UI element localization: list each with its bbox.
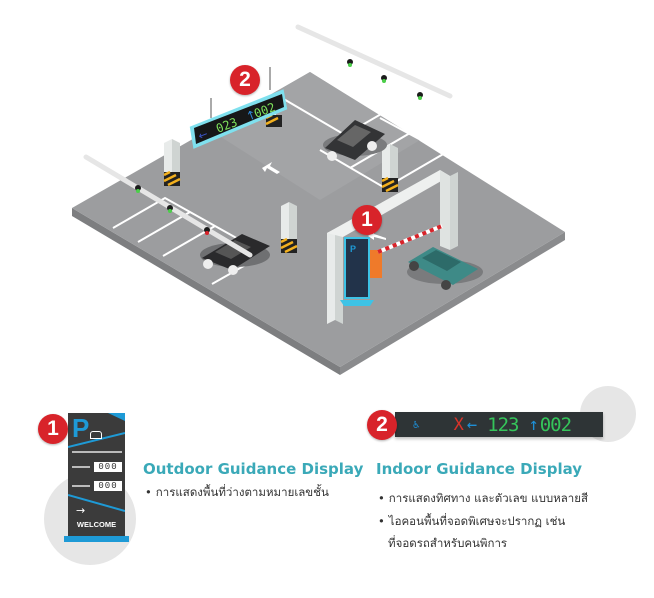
sign-arrow-icon: → [76,504,86,517]
car-black-left [200,234,270,275]
led-count-b: 002 [539,413,572,436]
car-teal [407,247,483,290]
scene-badge-overhead: 2 [230,65,260,95]
sign-welcome-text: WELCOME [76,520,117,529]
led-up-arrow: ↑ [528,414,539,435]
parking-logo: P [72,413,90,443]
led-count-a: 123 [487,413,519,436]
floor-slab-side [72,208,340,375]
indoor-badge: 2 [367,410,397,440]
indoor-title: Indoor Guidance Display [376,460,583,478]
overhead-left-arrow: ← [196,127,209,142]
sign-row-count: 000 [94,462,122,472]
barrier-arm [370,224,443,278]
bullet-text: ไอคอนพื้นที่จอดพิเศษจะปรากฏ เช่น [388,514,566,528]
sign-stand [64,536,129,542]
overhead-led-display: ← 023 ↑ 002 [189,67,288,149]
led-blocked-x: X [453,414,464,435]
car-black-back [323,120,387,161]
sign-row-label [72,466,90,468]
car-icon [90,431,102,439]
outdoor-bullet: •การแสดงพื้นที่ว่างตามหมายเลขชั้น [145,481,329,503]
outdoor-badge: 1 [38,414,68,444]
sign-header-text [72,451,122,453]
sign-row-label [72,485,90,487]
indoor-led-display: ♿ X ← 123 ↑ 002 [395,412,603,437]
outdoor-sign: P 000 000 → WELCOME [68,413,125,539]
pillar [280,202,298,254]
indoor-bullet-continuation: ที่จอดรถสำหรับคนพิการ [388,532,507,554]
sensor-bar-back [295,24,453,100]
led-left-arrow: ← [466,414,478,435]
bullet-dot: • [378,514,385,528]
floor-slab-front [340,232,565,375]
parking-lot-illustration: P ← 023 ↑ 002 [72,24,565,375]
svg-text:P: P [350,244,356,254]
indoor-bullet: •การแสดงทิศทาง และตัวเลข แบบหลายสี [378,487,588,509]
indoor-bullet: •ไอคอนพื้นที่จอดพิเศษจะปรากฏ เช่น [378,510,565,532]
bullet-dot: • [145,485,152,499]
sign-stripes [68,413,125,512]
floor-direction-arrow [262,162,280,174]
accessible-parking-icon: ♿ [413,418,420,431]
outdoor-title: Outdoor Guidance Display [143,460,364,478]
bullet-dot: • [378,491,385,505]
bullet-text: ที่จอดรถสำหรับคนพิการ [388,536,508,550]
outdoor-kiosk-illustration: P [340,237,374,306]
overhead-up-arrow: ↑ [244,107,258,124]
sensor-bar-front [83,154,253,258]
scene-badge-entrance: 1 [352,205,382,235]
pillar [381,144,399,193]
sign-row-count: 000 [94,481,122,491]
bullet-text: การแสดงทิศทาง และตัวเลข แบบหลายสี [388,491,589,505]
bullet-text: การแสดงพื้นที่ว่างตามหมายเลขชั้น [155,485,329,499]
pillar [163,139,181,187]
